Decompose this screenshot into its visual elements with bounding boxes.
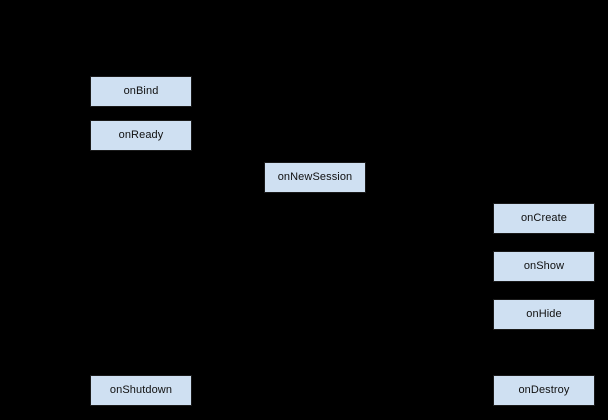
node-onshutdown[interactable]: onShutdown xyxy=(90,375,192,406)
node-onbind[interactable]: onBind xyxy=(90,76,192,107)
node-onhide[interactable]: onHide xyxy=(493,299,595,330)
node-label: onCreate xyxy=(520,212,568,224)
node-label: onShow xyxy=(523,260,565,272)
node-label: onShutdown xyxy=(109,384,173,396)
node-onnewsession[interactable]: onNewSession xyxy=(264,162,366,193)
node-oncreate[interactable]: onCreate xyxy=(493,203,595,234)
node-onshow[interactable]: onShow xyxy=(493,251,595,282)
node-label: onHide xyxy=(526,308,562,320)
node-label: onNewSession xyxy=(277,171,353,183)
node-label: onReady xyxy=(118,129,164,141)
node-ondestroy[interactable]: onDestroy xyxy=(493,375,595,406)
node-label: onDestroy xyxy=(518,384,570,396)
node-label: onBind xyxy=(123,85,159,97)
node-onready[interactable]: onReady xyxy=(90,120,192,151)
